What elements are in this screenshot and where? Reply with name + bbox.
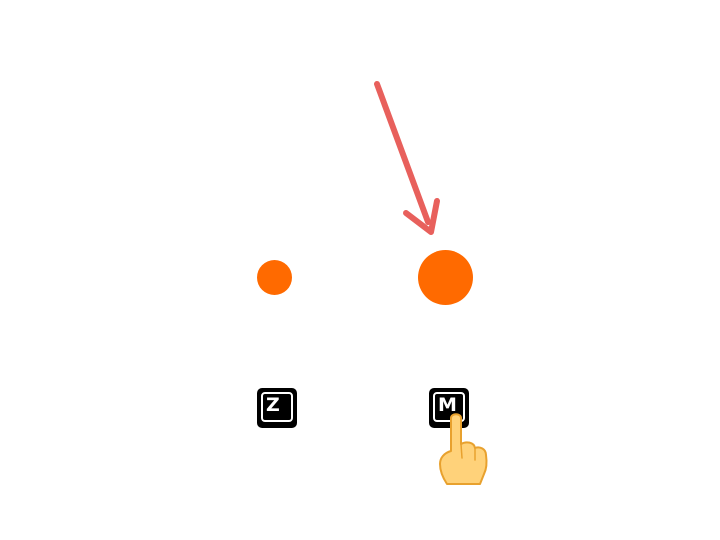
z-key-button[interactable]: Z [257, 388, 297, 428]
m-key-label: M [438, 394, 457, 416]
z-key-face: Z [261, 392, 293, 422]
z-key-label: Z [266, 394, 280, 416]
large-dot [418, 250, 473, 305]
m-key-face: M [433, 392, 465, 422]
small-dot [257, 260, 292, 295]
m-key-button[interactable]: M [429, 388, 469, 428]
